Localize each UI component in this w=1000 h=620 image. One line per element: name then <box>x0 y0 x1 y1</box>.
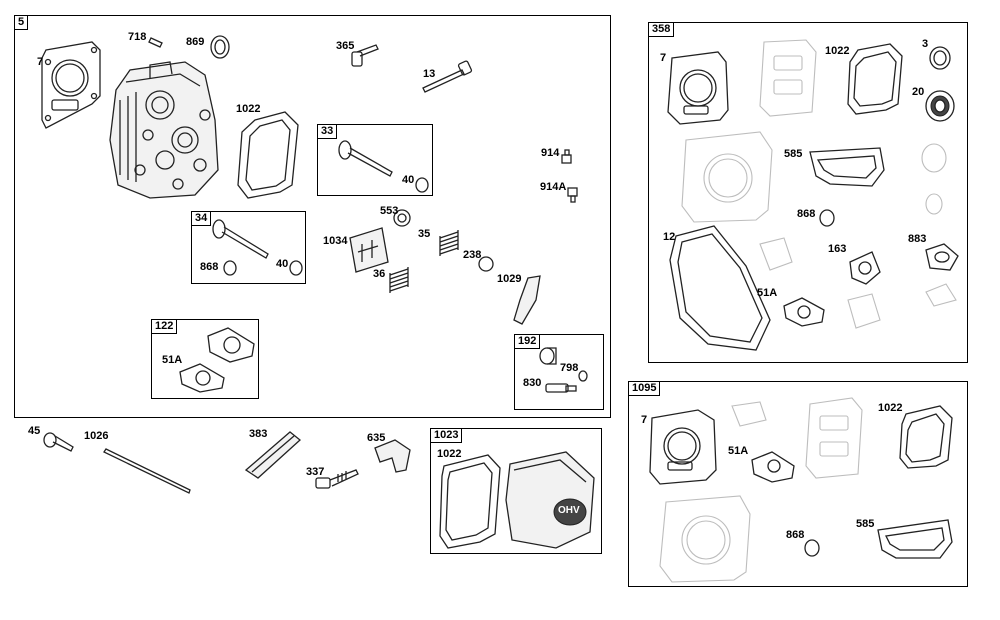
label-914: 914 <box>541 147 560 159</box>
label-798: 798 <box>560 362 579 374</box>
label-883-group358: 883 <box>908 233 927 245</box>
label-35: 35 <box>418 228 431 240</box>
label-1022-group1095: 1022 <box>878 402 903 414</box>
label-20-group358: 20 <box>912 86 925 98</box>
label-238: 238 <box>463 249 482 261</box>
group-5-tag: 5 <box>14 15 29 30</box>
label-869: 869 <box>186 36 205 48</box>
label-40-group34: 40 <box>276 258 289 270</box>
group-34-tag: 34 <box>191 211 212 226</box>
label-1026: 1026 <box>84 430 109 442</box>
label-868-group358: 868 <box>797 208 816 220</box>
label-553: 553 <box>380 205 399 217</box>
group-5-box: 5 <box>14 15 611 418</box>
label-51A-group122: 51A <box>162 354 183 366</box>
label-1029: 1029 <box>497 273 522 285</box>
label-1022-group358: 1022 <box>825 45 850 57</box>
group-192-box: 192 <box>514 334 604 410</box>
group-1095-tag: 1095 <box>628 381 661 396</box>
label-337: 337 <box>306 466 325 478</box>
label-40-group33: 40 <box>402 174 415 186</box>
label-7-main: 7 <box>37 56 44 68</box>
label-585-group1095: 585 <box>856 518 875 530</box>
label-7-group358: 7 <box>660 52 667 64</box>
cover-ohv-text: OHV <box>558 505 580 516</box>
label-830: 830 <box>523 377 542 389</box>
label-868-group34: 868 <box>200 261 219 273</box>
group-1095-box: 1095 <box>628 381 968 587</box>
group-358-box: 358 <box>648 22 968 363</box>
label-7-group1095: 7 <box>641 414 648 426</box>
breather-45-drawing <box>43 432 74 452</box>
group-192-tag: 192 <box>514 334 541 349</box>
label-12-group358: 12 <box>663 231 676 243</box>
label-1022-main: 1022 <box>236 103 261 115</box>
pushrod-1026-drawing <box>103 448 191 494</box>
group-34-box: 34 <box>191 211 306 284</box>
label-51A-group1095: 51A <box>728 445 749 457</box>
group-358-tag: 358 <box>648 22 675 37</box>
label-868-group1095: 868 <box>786 529 805 541</box>
group-122-box: 122 <box>151 319 259 399</box>
group-1023-tag: 1023 <box>430 428 463 443</box>
label-51A-group358: 51A <box>757 287 778 299</box>
label-383: 383 <box>249 428 268 440</box>
label-365: 365 <box>336 40 355 52</box>
group-33-tag: 33 <box>317 124 338 139</box>
label-914A: 914A <box>540 181 567 193</box>
boot-635-drawing <box>374 439 411 473</box>
label-3-group358: 3 <box>922 38 929 50</box>
label-1034: 1034 <box>323 235 348 247</box>
label-13: 13 <box>423 68 436 80</box>
group-1023-box: 1023 <box>430 428 602 554</box>
label-635: 635 <box>367 432 386 444</box>
label-163-group358: 163 <box>828 243 847 255</box>
label-718: 718 <box>128 31 147 43</box>
label-1022-group1023: 1022 <box>437 448 462 460</box>
group-122-tag: 122 <box>151 319 178 334</box>
label-36: 36 <box>373 268 386 280</box>
group-33-box: 33 <box>317 124 433 196</box>
label-585-group358: 585 <box>784 148 803 160</box>
label-45: 45 <box>28 425 41 437</box>
